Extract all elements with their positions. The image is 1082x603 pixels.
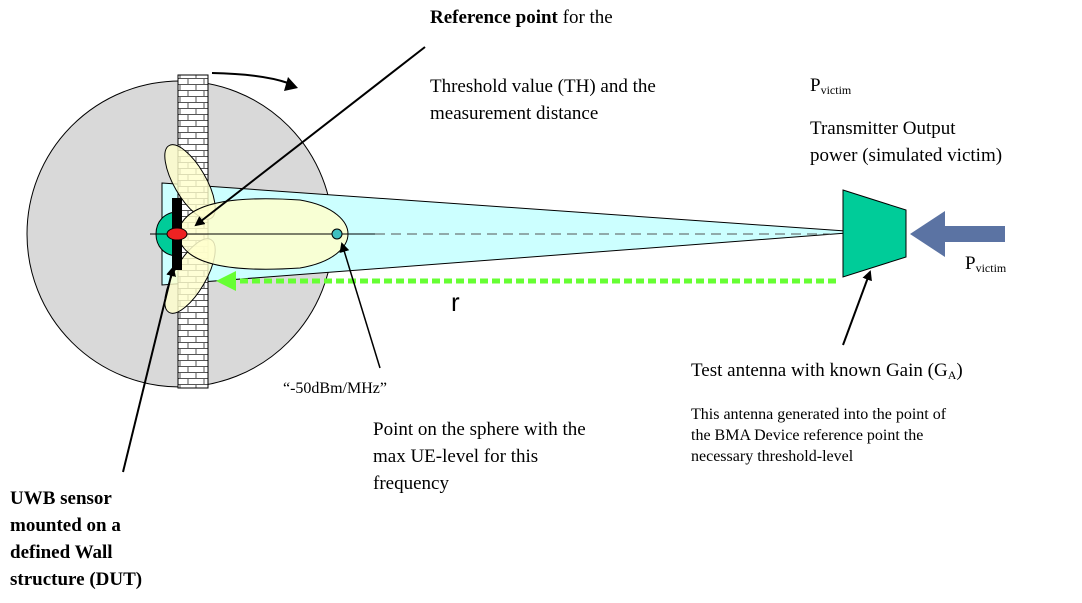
antenna-note-line3: necessary threshold-level <box>691 448 854 465</box>
sphere-point-pointer <box>339 242 381 369</box>
test-antenna-label: Test antenna with known Gain (GA) <box>691 357 963 389</box>
reference-point-bold: Reference point <box>430 7 558 28</box>
threshold-label-line1: Threshold value (TH) and the <box>430 76 656 97</box>
distance-arrow-head <box>216 271 236 291</box>
test-antenna-sub: A <box>947 368 957 382</box>
uwb-sensor-label-line2: mounted on a <box>10 515 121 536</box>
p-victim-arrow-label: Pvictim <box>965 250 1006 282</box>
sphere-point-line1: Point on the sphere with the <box>373 419 586 440</box>
transmitter-label-line1: Transmitter Output <box>810 118 956 139</box>
rotation-arrow-head <box>284 77 298 91</box>
rotation-arrow <box>211 72 289 84</box>
p-victim-top-base: P <box>810 75 821 96</box>
reference-point-pointer <box>194 46 426 227</box>
uwb-sensor-label-line3: defined Wall <box>10 542 113 563</box>
antenna-note-line2: the BMA Device reference point the <box>691 427 924 444</box>
sphere-measurement-point <box>331 228 343 240</box>
sphere-point-line2: max UE-level for this <box>373 446 539 467</box>
p-victim-top-sub: victim <box>820 83 852 97</box>
p-victim-arrow-base: P <box>965 253 976 274</box>
level-label: “-50dBm/MHz” <box>283 380 387 397</box>
sphere-point-line3: frequency <box>373 473 449 494</box>
test-antenna <box>842 189 907 278</box>
test-antenna-text: Test antenna with known Gain (G <box>691 360 948 381</box>
sensor-reference-dot <box>166 227 188 241</box>
uwb-sensor-label-line4: structure (DUT) <box>10 569 143 590</box>
threshold-label-line2: measurement distance <box>430 103 599 124</box>
transmitter-label-line2: power (simulated victim) <box>810 145 1003 166</box>
p-victim-arrow-sub: victim <box>975 261 1007 275</box>
reference-point-rest: for the <box>557 7 613 28</box>
uwb-sensor-label-line1: UWB sensor <box>10 488 112 509</box>
p-victim-top-label: Pvictim <box>810 72 851 104</box>
distance-r-label: r <box>451 287 460 317</box>
uwb-sensor-pointer <box>122 266 176 473</box>
test-antenna-close: ) <box>956 360 963 381</box>
power-input-arrow <box>910 211 1005 257</box>
antenna-note-line1: This antenna generated into the point of <box>691 406 947 423</box>
reference-point-label: Reference point for the <box>430 4 613 31</box>
antenna-pointer <box>842 270 872 346</box>
